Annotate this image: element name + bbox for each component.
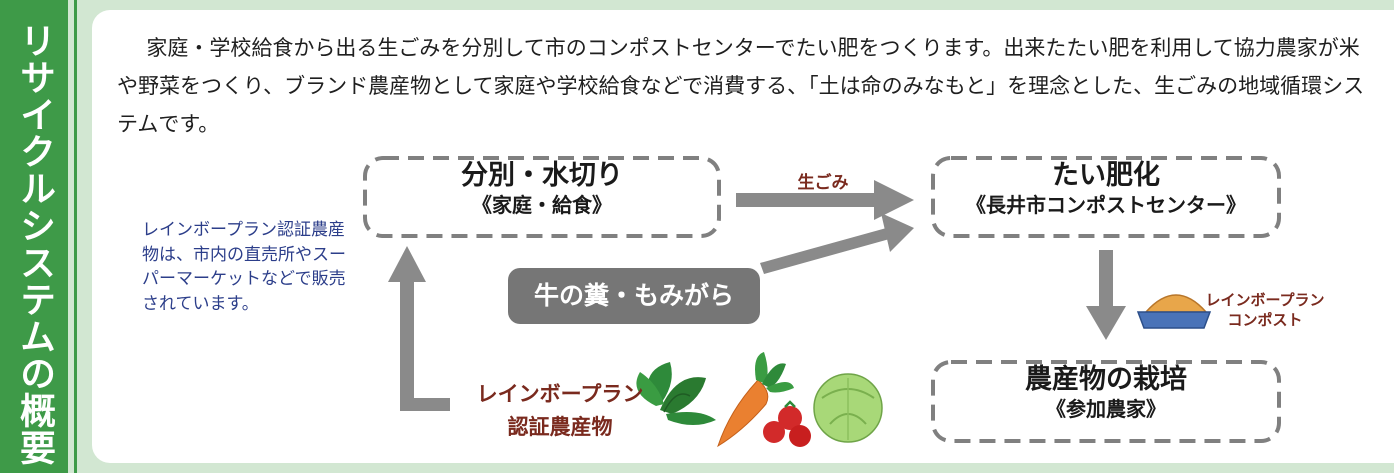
tomato-icon xyxy=(763,400,811,447)
compost-product-line1: レインボープラン xyxy=(1205,291,1325,309)
compost-tray-icon xyxy=(1136,294,1212,329)
manure-arrow xyxy=(760,213,914,274)
produce-return-arrow xyxy=(388,246,450,411)
certified-produce-line1: レインボープラン xyxy=(476,382,644,406)
certified-produce-label: レインボープラン 認証農産物 xyxy=(470,378,650,444)
sales-note: レインボープラン認証農産物は、市内の直売所やスーパーマーケットなどで販売されてい… xyxy=(142,220,346,314)
compost-box xyxy=(931,156,1281,238)
sidebar-title: リサイクルシステムの概要 xyxy=(14,22,55,466)
farming-subtitle: 《参加農家》 xyxy=(1046,397,1166,421)
food-waste-label: 生ごみ xyxy=(797,173,849,193)
farming-title: 農産物の栽培 xyxy=(1017,364,1195,396)
compost-subtitle: 《長井市コンポストセンター》 xyxy=(966,193,1246,217)
certified-produce-line2: 認証農産物 xyxy=(507,415,613,439)
sorting-box-label: 分別・水切り 《家庭・給食》 xyxy=(395,160,689,218)
sidebar xyxy=(0,0,68,473)
sorting-box xyxy=(363,156,721,238)
sidebar-divider xyxy=(74,0,77,473)
intro-text: 家庭・学校給食から出る生ごみを分別して市のコンポストセンターでたい肥をつくります… xyxy=(117,36,1365,136)
carrot-icon xyxy=(717,352,794,448)
spinach-icon xyxy=(636,362,716,425)
compost-product-label: レインボープラン コンポスト xyxy=(1200,290,1330,330)
farming-box-label: 農産物の栽培 《参加農家》 xyxy=(945,364,1267,422)
sorting-title: 分別・水切り xyxy=(453,160,631,192)
compost-box-label: たい肥化 《長井市コンポストセンター》 xyxy=(945,160,1267,218)
food-waste-arrow xyxy=(736,180,914,220)
sorting-subtitle: 《家庭・給食》 xyxy=(472,193,612,217)
compost-title: たい肥化 xyxy=(1044,160,1168,192)
compost-down-arrow xyxy=(1086,250,1126,340)
cabbage-icon xyxy=(813,373,883,443)
farming-box xyxy=(931,360,1281,443)
manure-label: 牛の糞・もみがら xyxy=(508,268,760,324)
compost-product-line2: コンポスト xyxy=(1227,311,1303,329)
